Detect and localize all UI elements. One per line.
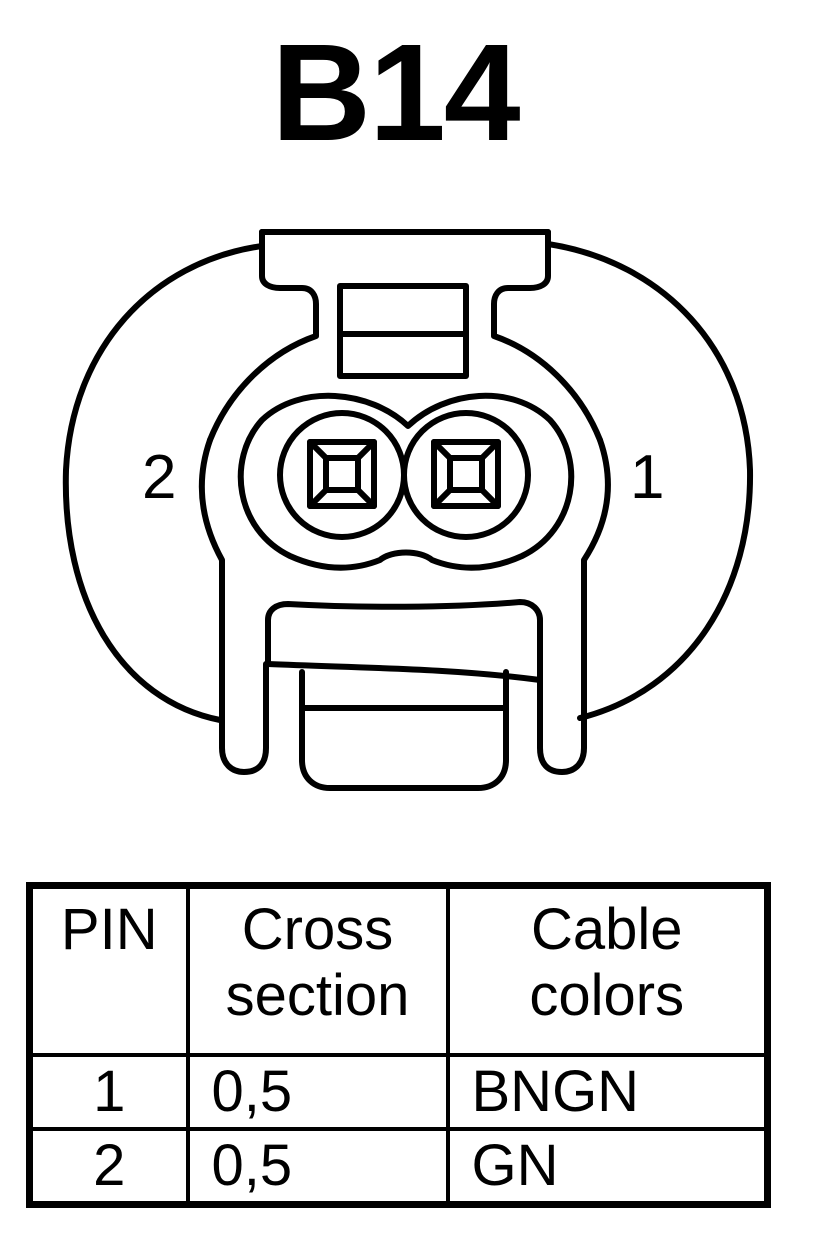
- row-cross-section: 0,5: [185, 1127, 450, 1207]
- inner-body: [198, 437, 269, 775]
- row-pin: 2: [27, 1127, 190, 1207]
- header-pin: PIN: [27, 883, 190, 1057]
- connector-title: B14: [271, 16, 520, 170]
- header-cable-colors: Cable colors: [445, 883, 770, 1057]
- connector-housing-outline: [62, 229, 754, 723]
- row-cross-section: 0,5: [185, 1053, 450, 1131]
- key-tab: [299, 669, 509, 791]
- row-cable-color: BNGN: [445, 1053, 770, 1131]
- latch-tab: [259, 229, 603, 443]
- header-cross-section: Cross section: [185, 883, 450, 1057]
- pin-2-terminal: [307, 439, 377, 509]
- pin-cavity-surround: [237, 392, 575, 571]
- table-header-row: PIN Cross section Cable colors: [27, 883, 770, 1057]
- pin-1-circle: [401, 410, 531, 540]
- pin-2-label: 2: [142, 443, 176, 512]
- row-pin: 1: [27, 1053, 190, 1131]
- pin-1-terminal: [431, 439, 501, 509]
- row-cable-color: GN: [445, 1127, 770, 1207]
- lower-clip: [265, 599, 543, 683]
- pin-table: PIN Cross section Cable colors 1 0,5 BNG…: [26, 882, 771, 1208]
- table-row: 1 0,5 BNGN: [27, 1053, 770, 1131]
- pin-2-circle: [277, 410, 407, 540]
- pin-1-label: 1: [630, 443, 664, 512]
- table-row: 2 0,5 GN: [27, 1127, 770, 1207]
- connector-diagram: 2 1: [62, 229, 754, 791]
